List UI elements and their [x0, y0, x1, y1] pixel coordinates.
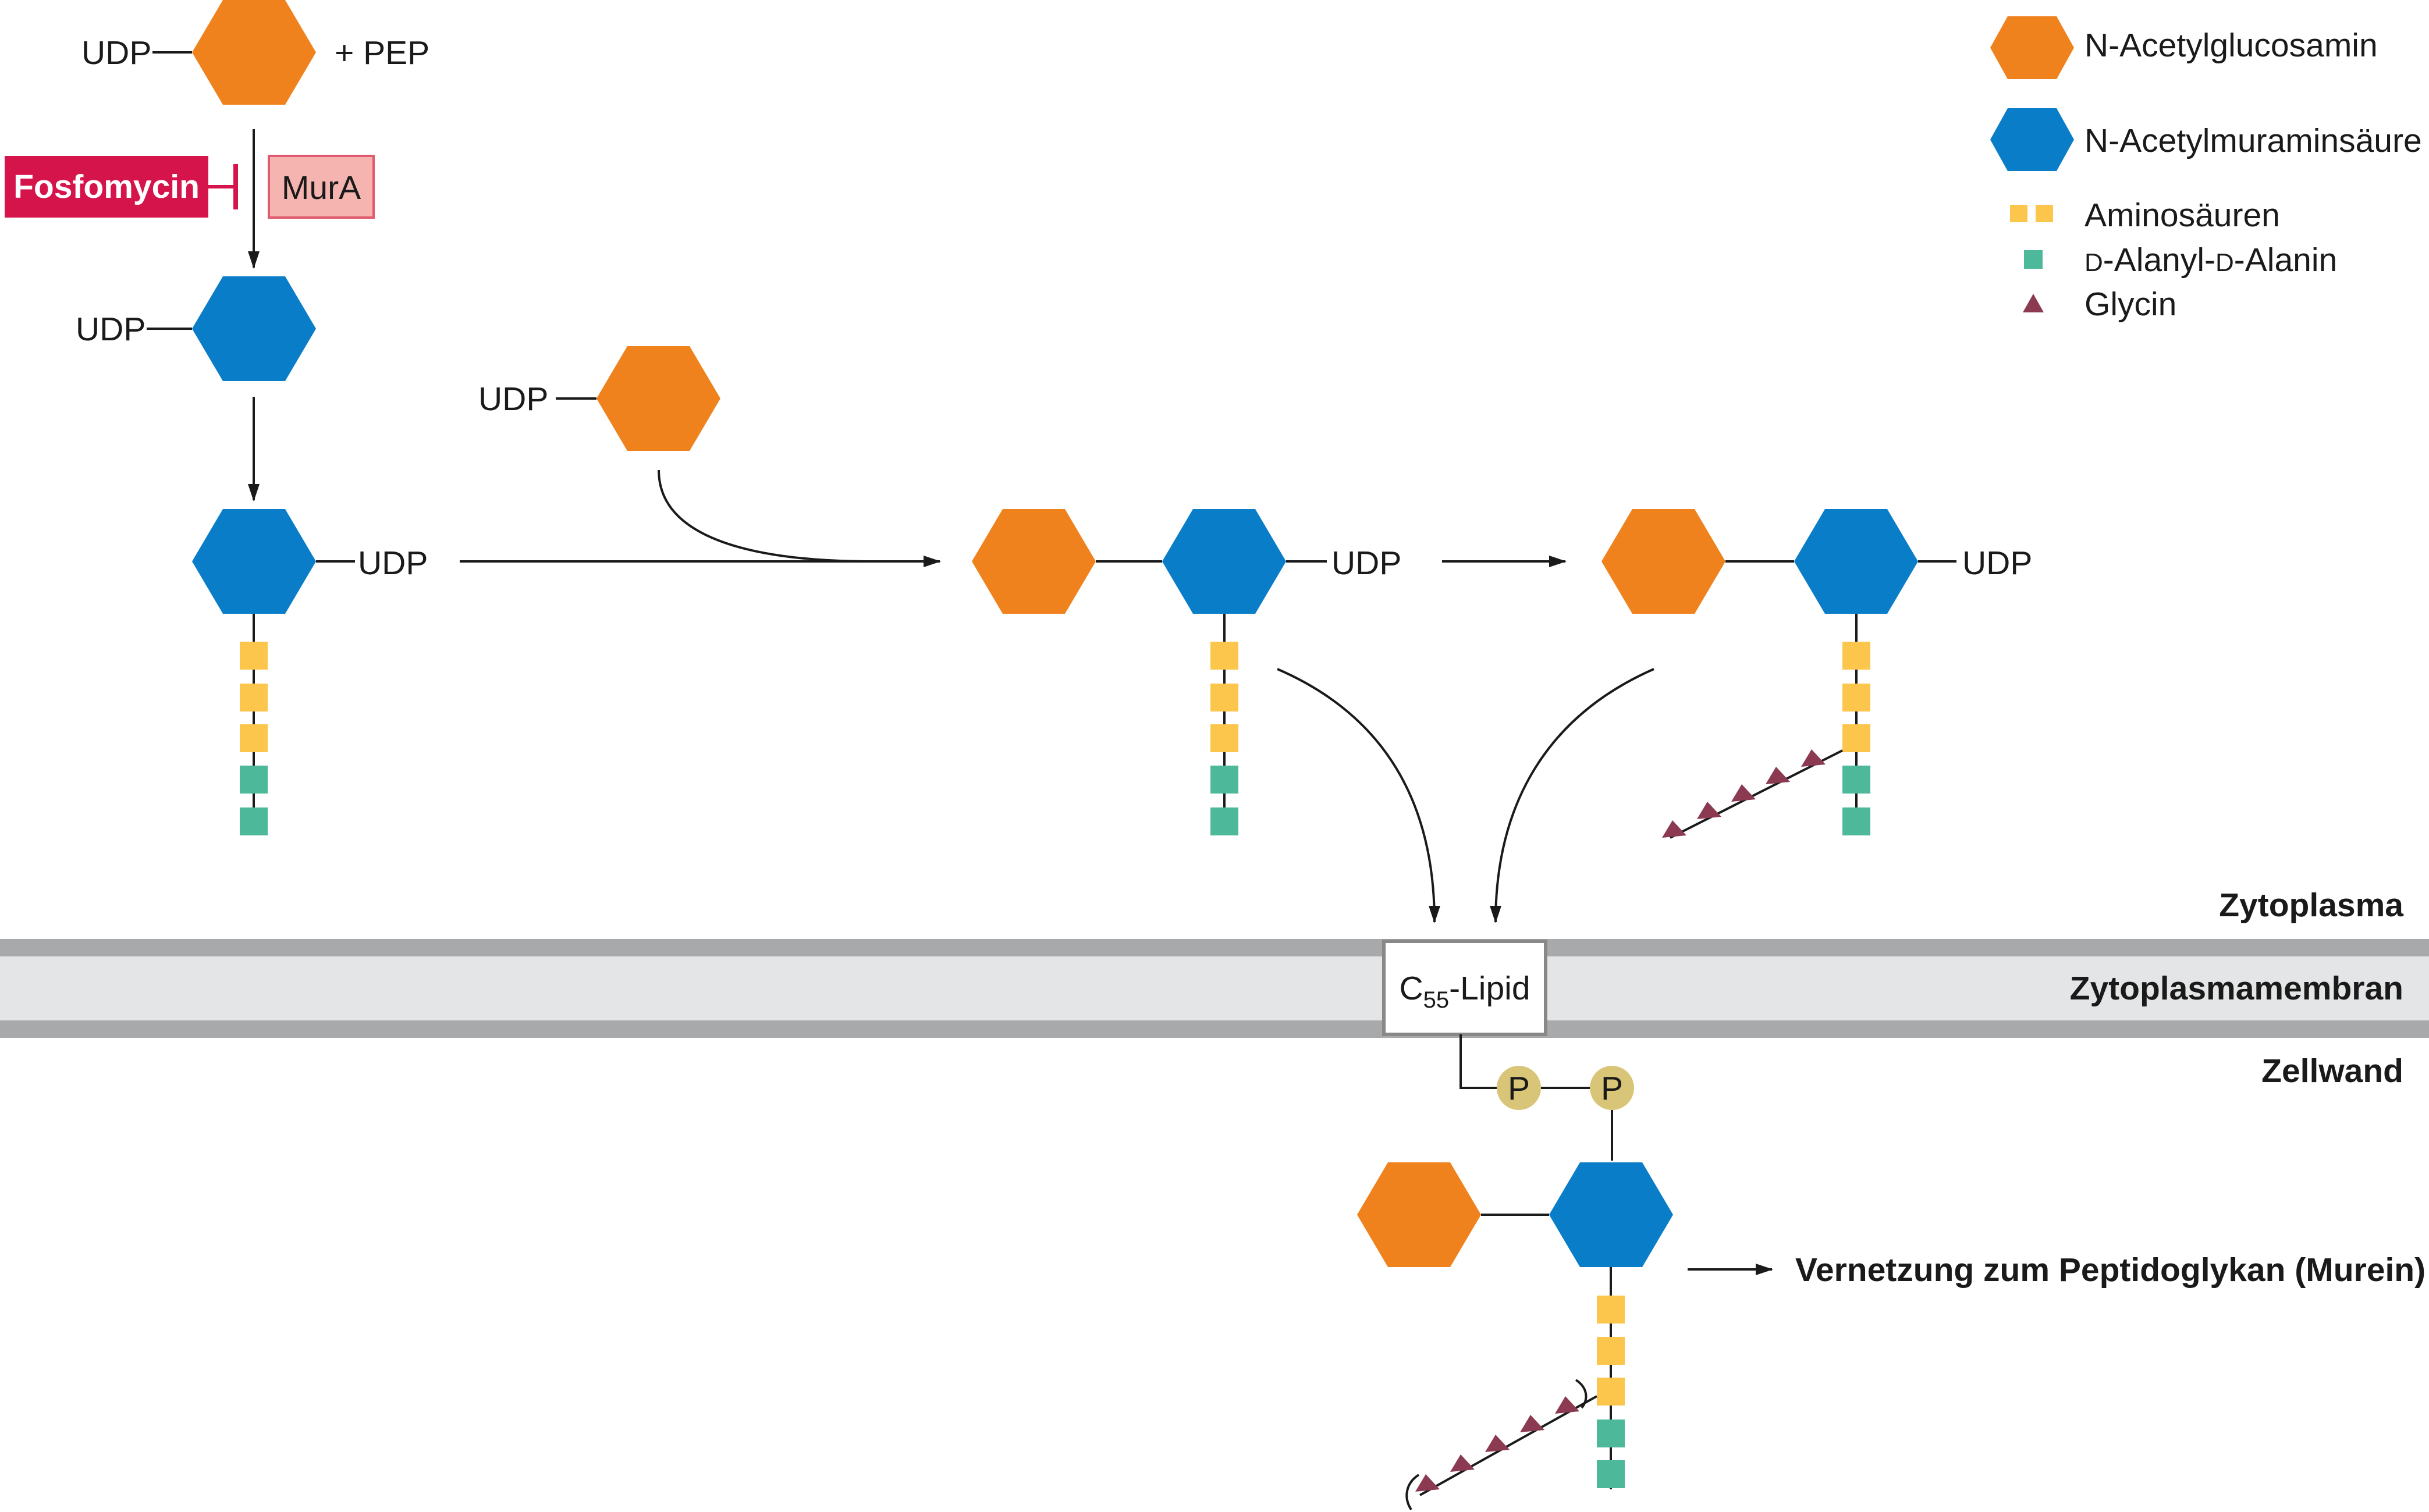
- phosphate-label: P: [1601, 1070, 1623, 1107]
- membrane-inner: [0, 956, 2429, 1020]
- glcnac-hexagon: [192, 0, 316, 105]
- legend-d-alanine-square: [2024, 250, 2043, 269]
- udp-label: UDP: [478, 380, 548, 418]
- aminosaeure-square: [1842, 684, 1870, 711]
- aminosaeure-square: [1597, 1337, 1625, 1365]
- phosphate-label: P: [1508, 1070, 1530, 1107]
- zytoplasma-label: Zytoplasma: [2219, 887, 2404, 924]
- legend-aminosaeure-square: [2036, 205, 2053, 222]
- legend-aminosaeure-square: [2010, 205, 2027, 222]
- glycine-triangle: [1662, 820, 1686, 838]
- udp-glcnac-incoming: UDP: [478, 346, 873, 563]
- udp-label: UDP: [358, 545, 428, 582]
- d-alanine-square: [1842, 766, 1870, 794]
- legend-glcnac-hexagon: [1990, 16, 2074, 79]
- step3-murnac-pentapeptide: UDP: [192, 509, 428, 835]
- glcnac-hexagon: [596, 346, 720, 451]
- cleavage-bracket: [1575, 1379, 1588, 1409]
- phosphate-circle: [1497, 1066, 1541, 1110]
- udp-label: UDP: [1962, 545, 2032, 582]
- aminosaeure-square: [1842, 724, 1870, 752]
- aminosaeure-square: [240, 724, 268, 752]
- d-alanine-square: [240, 766, 268, 794]
- c55-lipid-box: [1382, 940, 1547, 1036]
- legend-murnac-label: N-Acetylmuraminsäure: [2084, 122, 2422, 159]
- murnac-hexagon: [1162, 509, 1286, 614]
- pep-label: + PEP: [335, 34, 429, 72]
- glycine-chain-line: [1419, 1395, 1597, 1496]
- legend: N-Acetylglucosamin N-Acetylmuraminsäure …: [1990, 16, 2422, 323]
- d-alanine-square: [1210, 766, 1238, 794]
- murnac-hexagon: [1794, 509, 1918, 614]
- fosfomycin-label: Fosfomycin: [13, 168, 200, 205]
- glcnac-hexagon: [972, 509, 1096, 614]
- glycine-triangle: [1766, 767, 1790, 784]
- step6-lipid-ii: [1357, 1162, 1673, 1511]
- d-alanine-square: [1842, 807, 1870, 835]
- zellwand-label: Zellwand: [2261, 1052, 2403, 1090]
- d-alanine-square: [1210, 807, 1238, 835]
- mura-box: [268, 155, 375, 219]
- murnac-hexagon: [1549, 1162, 1673, 1267]
- membrane-outer-top: [0, 939, 2429, 956]
- aminosaeure-square: [1597, 1296, 1625, 1324]
- fosfomycin-inhibition: Fosfomycin MurA: [5, 155, 375, 219]
- fosfomycin-box: [5, 156, 208, 218]
- udp-label: UDP: [76, 311, 145, 348]
- legend-glycin-label: Glycin: [2084, 286, 2176, 323]
- glycine-triangle: [1450, 1454, 1475, 1472]
- c55-lipid-label: C55-Lipid: [1399, 970, 1530, 1013]
- glycine-triangle: [1520, 1415, 1544, 1432]
- legend-murnac-hexagon: [1990, 108, 2074, 171]
- aminosaeure-square: [240, 642, 268, 670]
- membrane: [0, 939, 2429, 1038]
- udp-label: UDP: [1331, 545, 1401, 582]
- aminosaeure-square: [240, 684, 268, 711]
- legend-glycine-triangle: [2023, 294, 2044, 312]
- legend-aminosaeuren-label: Aminosäuren: [2084, 197, 2280, 234]
- c55-lipid-carrier: C55-Lipid P P: [1382, 940, 1634, 1161]
- aminosaeure-square: [1210, 724, 1238, 752]
- udp-label: UDP: [81, 34, 151, 72]
- membrane-outer-bottom: [0, 1020, 2429, 1038]
- legend-d-alanyl-label: D-Alanyl-D-Alanin: [2084, 241, 2337, 279]
- aminosaeure-square: [1210, 642, 1238, 670]
- mura-label: MurA: [282, 169, 361, 207]
- legend-glcnac-label: N-Acetylglucosamin: [2084, 27, 2378, 64]
- glycine-triangle: [1485, 1435, 1510, 1452]
- vernetzung-label: Vernetzung zum Peptidoglykan (Murein): [1795, 1251, 2426, 1289]
- glycine-triangle: [1801, 749, 1826, 767]
- lipid-link: [1459, 1034, 1497, 1089]
- aminosaeure-square: [1842, 642, 1870, 670]
- d-alanine-square: [1597, 1419, 1625, 1447]
- phosphate-circle: [1590, 1066, 1634, 1110]
- glycine-triangle: [1555, 1396, 1579, 1414]
- step1-udp-glcnac: UDP + PEP: [81, 0, 429, 105]
- curved-arrow-to-lipid: [1490, 668, 1654, 923]
- step4-disaccharide-pentapeptide: UDP: [972, 509, 1401, 835]
- glycine-triangle: [1731, 784, 1756, 802]
- glcnac-hexagon: [1357, 1162, 1481, 1267]
- aminosaeure-square: [1210, 684, 1238, 711]
- glycine-triangle: [1415, 1474, 1440, 1492]
- curved-arrow-to-lipid: [1277, 668, 1440, 923]
- cleavage-bracket: [1405, 1474, 1420, 1511]
- aminosaeure-square: [1597, 1378, 1625, 1406]
- d-alanine-square: [240, 807, 268, 835]
- curved-arrow: [658, 469, 873, 563]
- step5-pentaglycine: UDP: [1601, 509, 2032, 839]
- step2-udp-murnac: UDP: [76, 276, 316, 381]
- glcnac-hexagon: [1601, 509, 1725, 614]
- murnac-hexagon: [192, 509, 316, 614]
- zytoplasmamembran-label: Zytoplasmamembran: [2070, 970, 2403, 1007]
- glycine-triangle: [1697, 802, 1721, 819]
- d-alanine-square: [1597, 1460, 1625, 1488]
- murnac-hexagon: [192, 276, 316, 381]
